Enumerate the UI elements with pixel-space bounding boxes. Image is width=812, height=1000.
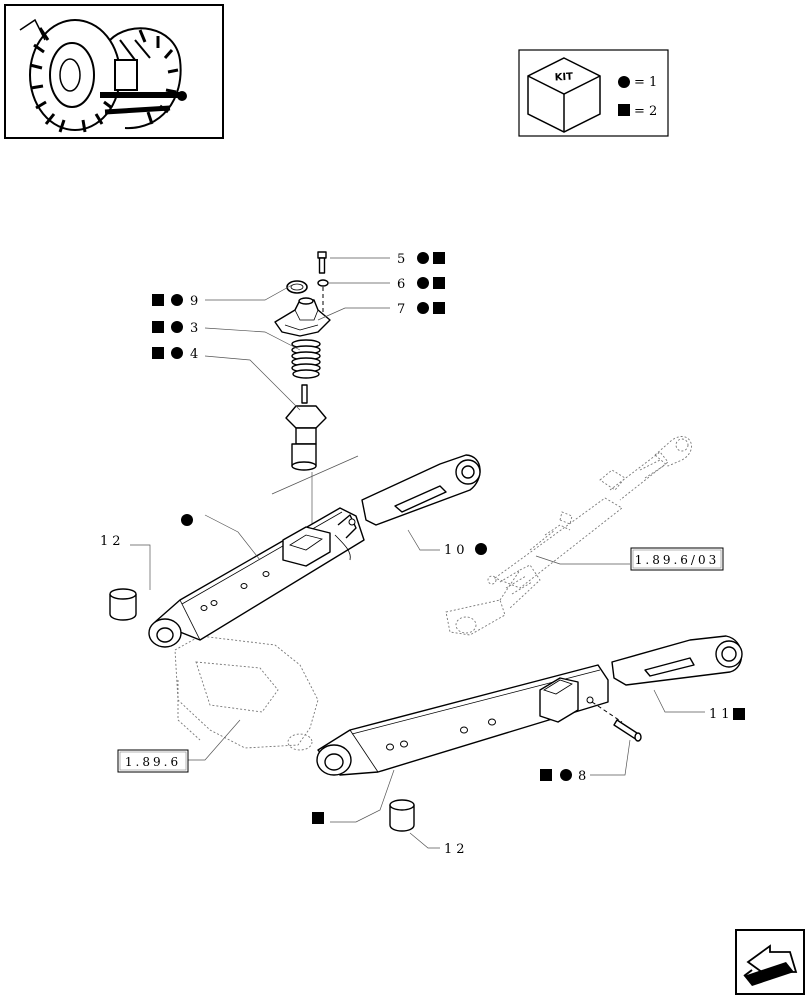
square-symbol-icon <box>152 294 164 306</box>
callout-11-label: 11 <box>709 707 734 722</box>
lower-link-left <box>148 507 365 751</box>
callout-3-label: 3 <box>190 321 202 336</box>
callout-12-left: 12 <box>100 534 125 549</box>
pin-part <box>613 719 642 742</box>
circle-symbol-icon <box>171 294 183 306</box>
ref-box-toplink[interactable]: 1.89.6/03 <box>630 547 724 571</box>
callout-11: 11 <box>709 707 745 722</box>
square-symbol-icon <box>433 277 445 289</box>
square-symbol-icon <box>433 302 445 314</box>
callout-12-left-label: 12 <box>100 534 125 549</box>
circle-symbol-icon <box>171 321 183 333</box>
ref-bracket-label[interactable]: 1.89.6 <box>125 755 181 769</box>
legend-square-text: = 2 <box>634 104 657 119</box>
square-symbol-icon <box>152 347 164 359</box>
leader-lines <box>130 257 705 849</box>
square-symbol-icon <box>733 708 745 720</box>
square-symbol-icon <box>618 104 630 116</box>
circle-symbol-icon <box>181 514 193 526</box>
callout-12-right-label: 12 <box>444 842 469 857</box>
callout-7: 7 <box>397 302 445 317</box>
callout-7-label: 7 <box>397 302 409 317</box>
circle-symbol-icon <box>475 543 487 555</box>
square-symbol-icon <box>540 769 552 781</box>
callout-10-label: 10 <box>444 543 469 558</box>
lower-link-right <box>316 664 623 776</box>
o-ring-part <box>286 280 308 294</box>
kit-label: KIT <box>554 72 573 84</box>
circle-symbol-icon <box>171 347 183 359</box>
callout-9: 9 <box>152 294 202 309</box>
bushing-left <box>109 588 137 621</box>
square-symbol-icon <box>152 321 164 333</box>
hook-end-left <box>361 454 481 526</box>
top-link-ghost <box>445 436 692 636</box>
callout-5: 5 <box>397 252 445 267</box>
callout-4-label: 4 <box>190 347 202 362</box>
square-symbol-icon <box>312 812 324 824</box>
circle-symbol-icon <box>618 76 630 88</box>
callout-8: 8 <box>540 769 590 784</box>
circle-symbol-icon <box>560 769 572 781</box>
callout-12-right: 12 <box>444 842 469 857</box>
callout-9-label: 9 <box>190 294 202 309</box>
circle-symbol-icon <box>417 252 429 264</box>
callout-6-label: 6 <box>397 277 409 292</box>
cap-part <box>274 297 331 337</box>
callout-3: 3 <box>152 321 202 336</box>
top-assembly <box>271 251 359 530</box>
callout-5-label: 5 <box>397 252 409 267</box>
screw-part <box>317 251 327 274</box>
callout-8-label: 8 <box>578 769 590 784</box>
square-symbol-icon <box>433 252 445 264</box>
callout-10: 10 <box>444 543 487 558</box>
tractor-rear-thumbnail-icon[interactable] <box>4 4 224 139</box>
kit-box-icon: KIT <box>527 57 601 133</box>
callout-4: 4 <box>152 347 202 362</box>
legend-circle-text: = 1 <box>634 75 657 90</box>
circle-symbol-icon <box>417 277 429 289</box>
ref-toplink-label[interactable]: 1.89.6/03 <box>635 553 719 567</box>
circle-symbol-icon <box>417 302 429 314</box>
spring-part <box>291 339 321 379</box>
bushing-right <box>389 799 415 832</box>
small-washer-part <box>317 279 329 287</box>
bracket-ghost <box>174 635 319 751</box>
ref-box-bracket[interactable]: 1.89.6 <box>117 749 189 773</box>
next-page-arrow-icon[interactable] <box>735 929 805 995</box>
hook-end-right <box>611 635 743 686</box>
valve-part <box>285 384 327 471</box>
callout-left-link <box>181 514 193 526</box>
kit-legend: KIT = 1 = 2 <box>518 49 669 137</box>
callout-6: 6 <box>397 277 445 292</box>
callout-right-link <box>312 812 324 824</box>
